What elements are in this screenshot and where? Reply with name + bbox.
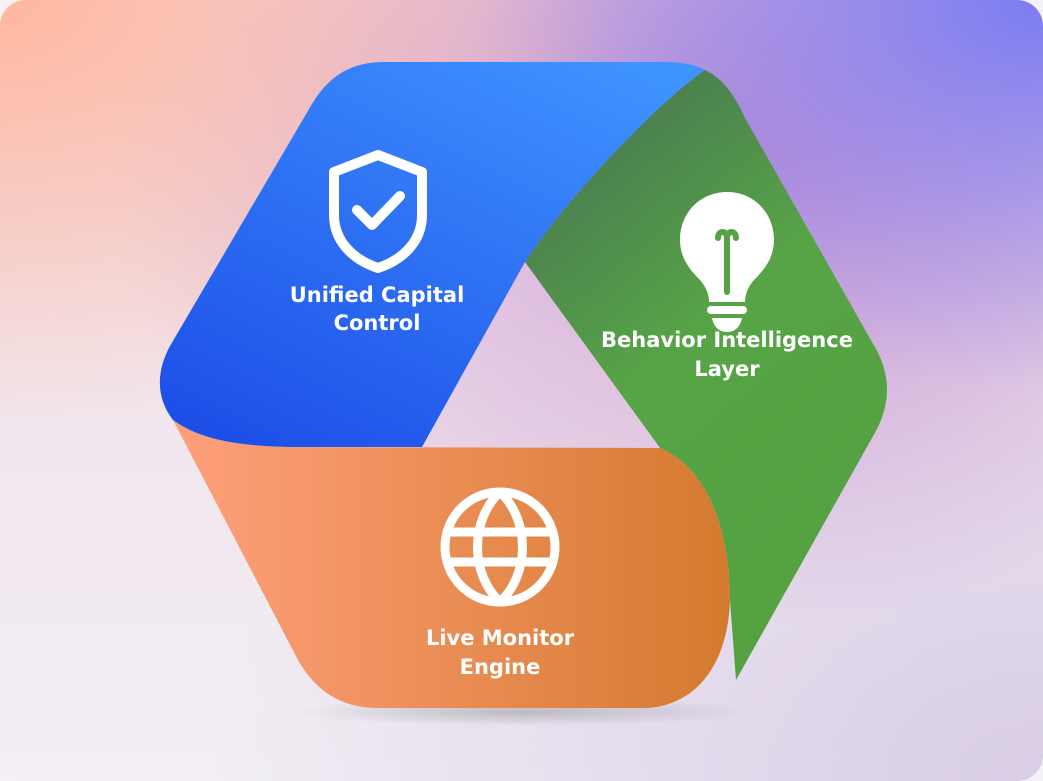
label-behavior-intelligence-line2: Layer: [694, 357, 760, 381]
label-behavior-intelligence-line1: Behavior Intelligence: [601, 328, 853, 352]
shield-check-icon: [329, 150, 427, 273]
label-live-monitor-line1: Live Monitor: [426, 626, 575, 650]
label-unified-capital-line2: Control: [334, 311, 421, 335]
label-live-monitor-line2: Engine: [460, 655, 541, 679]
segment-behavior-intelligence: [525, 70, 887, 680]
label-unified-capital-line1: Unified Capital: [290, 283, 465, 307]
lightbulb-icon: [680, 192, 774, 332]
globe-icon: [440, 487, 560, 607]
segment-unified-capital: [159, 62, 705, 447]
inner-triangle: [422, 262, 660, 448]
